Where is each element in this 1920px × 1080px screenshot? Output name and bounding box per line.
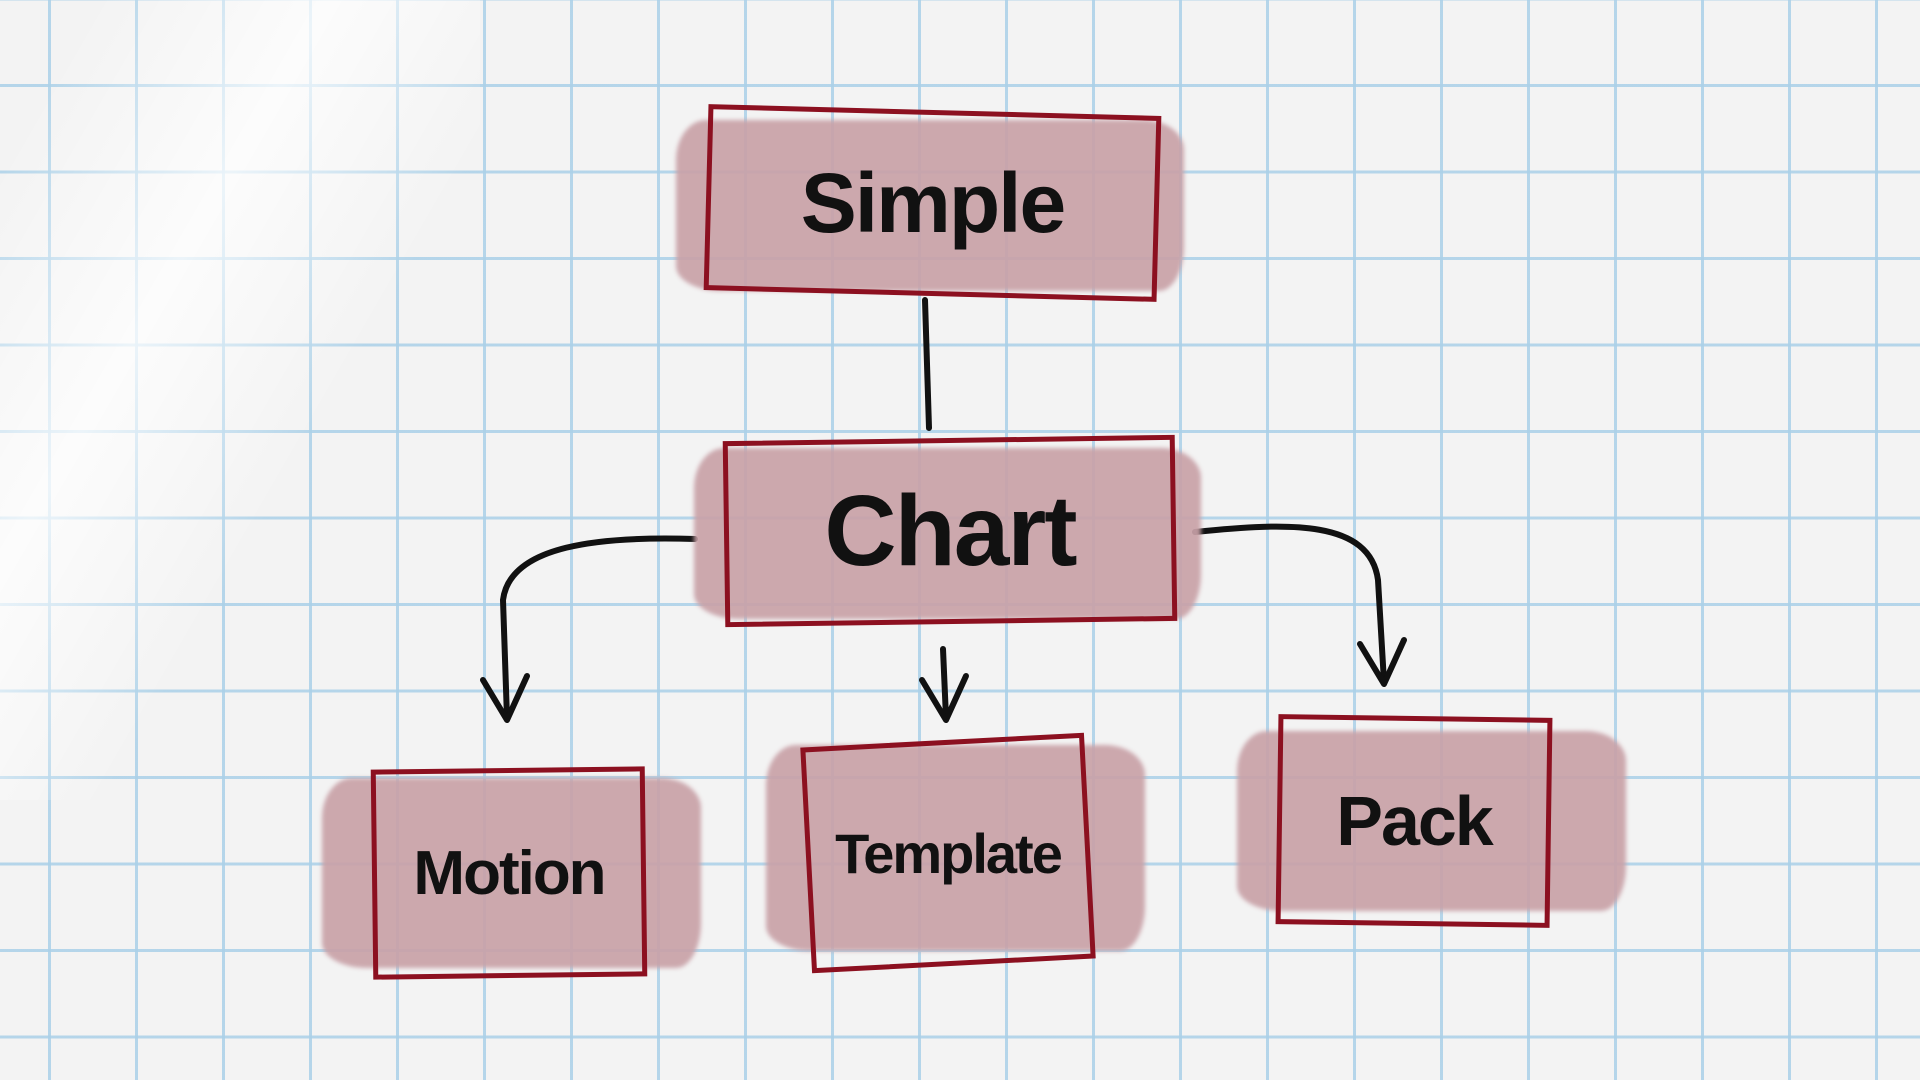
node-label: Simple xyxy=(800,155,1066,250)
connector-chart-to-pack xyxy=(1192,523,1407,687)
paint-swatch xyxy=(1237,731,1626,911)
arrowhead-icon xyxy=(919,673,969,723)
node-label: Chart xyxy=(824,474,1077,587)
node-label: Motion xyxy=(413,838,606,908)
paint-swatch xyxy=(676,120,1184,291)
paint-swatch xyxy=(766,745,1145,951)
node-pack[interactable]: Pack xyxy=(1237,714,1626,928)
connector-line xyxy=(499,535,698,721)
arrowhead-icon xyxy=(480,673,530,723)
node-label: Pack xyxy=(1336,782,1493,860)
node-motion[interactable]: Motion xyxy=(322,766,701,980)
connector-chart-to-motion xyxy=(480,535,698,723)
paint-swatch xyxy=(694,448,1201,619)
connector-line xyxy=(940,646,949,721)
node-chart[interactable]: Chart xyxy=(694,434,1201,628)
arrowhead-icon xyxy=(1357,637,1407,687)
node-label: Template xyxy=(835,821,1063,885)
connector-simple-to-chart xyxy=(922,297,932,431)
connector-chart-to-template xyxy=(919,646,969,723)
paint-swatch xyxy=(322,778,701,968)
node-simple[interactable]: Simple xyxy=(676,104,1184,302)
connector-line xyxy=(922,297,932,431)
connector-line xyxy=(1192,523,1387,685)
node-template[interactable]: Template xyxy=(766,732,1145,974)
